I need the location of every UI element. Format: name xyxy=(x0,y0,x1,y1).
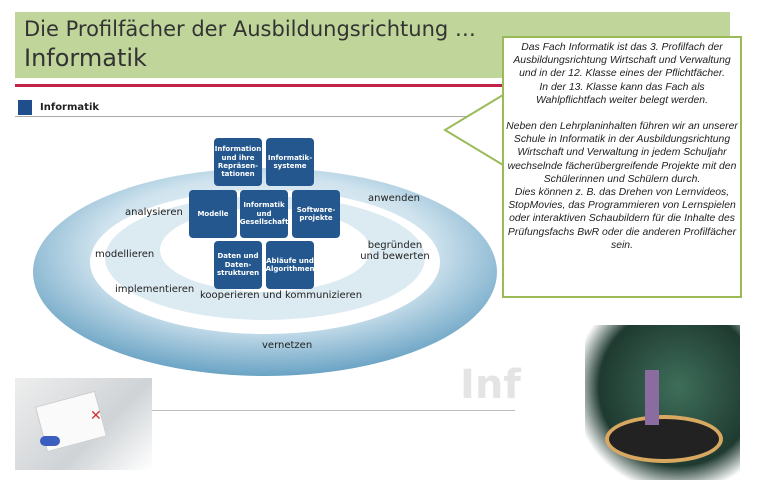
tile-modelle: Modelle xyxy=(189,190,237,238)
section-marker xyxy=(18,100,32,115)
info-callout: Das Fach Informatik ist das 3. Profilfac… xyxy=(502,36,742,298)
callout-text: Neben den Lehrplaninhalten führen wir an… xyxy=(506,121,738,185)
tile-softwareprojekte: Software-projekte xyxy=(292,190,340,238)
label-anwenden: anwenden xyxy=(368,193,420,204)
tile-gesellschaft: Informatik und Gesellschaft xyxy=(240,190,288,238)
tile-daten: Daten und Daten-strukturen xyxy=(214,241,262,289)
divider xyxy=(15,116,515,117)
section-label: Informatik xyxy=(40,102,100,113)
label-begruenden: begründen und bewerten xyxy=(360,240,430,262)
tile-algorithmen: Abläufe und Algorithmen xyxy=(266,241,314,289)
divider xyxy=(15,84,505,87)
tile-information: Information und ihre Repräsen-tationen xyxy=(214,138,262,186)
label-implementieren: implementieren xyxy=(115,284,195,295)
callout-text: Dies können z. B. das Drehen von Lernvid… xyxy=(507,187,737,251)
callout-text: Das Fach Informatik ist das 3. Profilfac… xyxy=(513,42,731,80)
tile-informatiksysteme: Informatik-systeme xyxy=(266,138,314,186)
photo-worksheets: ✕ xyxy=(15,378,152,470)
watermark: Inf xyxy=(460,362,521,408)
label-modellieren: modellieren xyxy=(95,249,155,260)
label-vernetzen: vernetzen xyxy=(262,340,313,351)
divider xyxy=(150,410,515,411)
photo-classroom xyxy=(585,325,740,480)
label-analysieren: analysieren xyxy=(125,207,183,218)
label-kooperieren: kooperieren und kommunizieren xyxy=(200,290,363,301)
callout-text: In der 13. Klasse kann das Fach als Wahl… xyxy=(536,81,708,106)
page-subtitle: Informatik xyxy=(24,44,147,72)
page-title: Die Profilfächer der Ausbildungsrichtung… xyxy=(24,17,476,41)
